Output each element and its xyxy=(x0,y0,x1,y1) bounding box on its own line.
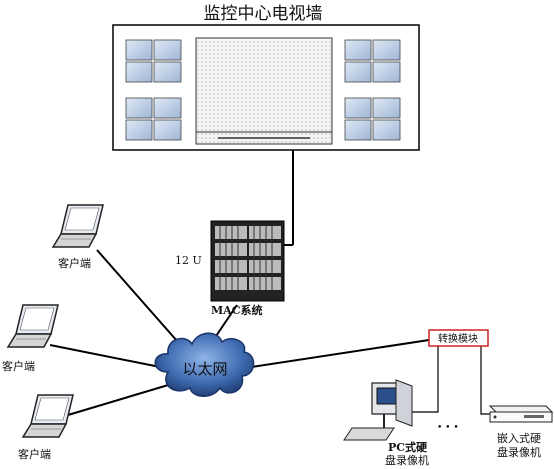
server-rack xyxy=(210,220,285,302)
pc-dvr-label-line2: 盘录像机 xyxy=(385,453,429,467)
embedded-dvr-icon xyxy=(488,405,554,423)
laptop-icon xyxy=(51,204,104,248)
client2-network-link xyxy=(49,344,166,369)
laptop-icon xyxy=(6,304,59,348)
tv-wall-title: 监控中心电视墙 xyxy=(204,4,323,24)
client1-network-link xyxy=(96,249,186,351)
converter-lines xyxy=(410,346,490,415)
rack-units-label: 12 U xyxy=(175,254,202,267)
tv-wall xyxy=(112,24,420,151)
main-projection-screen xyxy=(195,37,333,145)
pc-dvr-label-line1: PC式硬 xyxy=(388,440,428,454)
converter-module xyxy=(428,329,489,347)
screen-group-bottom-right xyxy=(344,97,401,141)
screen-group-bottom-left xyxy=(125,97,182,141)
network-converter-link xyxy=(244,339,430,369)
embedded-dvr-label-line1: 嵌入式硬 xyxy=(497,432,541,445)
network-label: 以太网 xyxy=(182,360,227,378)
embedded-dvr-label-line2: 盘录像机 xyxy=(497,445,541,459)
rack-drive-bays xyxy=(215,226,281,290)
client-label: 客户端 xyxy=(18,447,51,461)
connection-lines xyxy=(49,150,430,416)
client-label: 客户端 xyxy=(2,359,35,373)
screen-group-top-right xyxy=(344,39,401,83)
screen-group-top-left xyxy=(125,39,182,83)
ellipsis: • • • xyxy=(437,423,459,433)
converter-embedded-link xyxy=(480,346,490,415)
client-label: 客户端 xyxy=(58,256,91,270)
client3-network-link xyxy=(67,382,176,416)
converter-pc-link xyxy=(410,346,439,413)
laptop-icon xyxy=(21,394,74,438)
ethernet-cloud-icon xyxy=(154,332,255,397)
converter-label: 转换模块 xyxy=(438,332,478,345)
server-name-label: MAC系统 xyxy=(211,303,262,317)
pc-dvr-icon xyxy=(343,379,413,441)
